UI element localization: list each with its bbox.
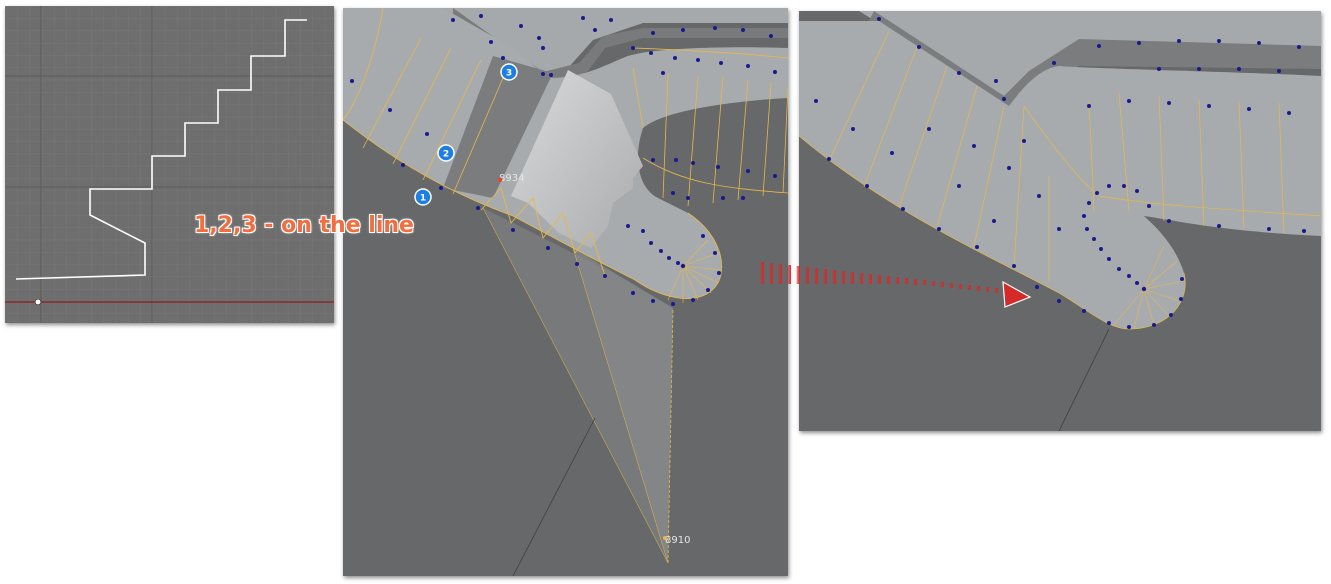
svg-text:1: 1 — [420, 194, 426, 204]
profile-curve-viewport[interactable] — [5, 6, 334, 323]
mesh-viewport-before[interactable]: 1 2 3 8934 8910 — [343, 8, 788, 576]
marker-3: 3 — [500, 63, 518, 81]
mesh-viewport-after[interactable] — [799, 11, 1321, 431]
arrow-head — [1002, 280, 1032, 308]
svg-text:3: 3 — [506, 69, 512, 79]
marker-2: 2 — [437, 144, 455, 162]
profile-curve — [15, 19, 307, 280]
mesh-canvas-after — [799, 11, 1321, 431]
svg-text:2: 2 — [443, 150, 449, 160]
callout-text: 1,2,3 - on the line — [194, 213, 414, 238]
transition-arrow — [760, 262, 1032, 308]
profile-grid-canvas — [5, 6, 334, 323]
vertex-label-bottom: 8910 — [665, 535, 690, 546]
marker-1: 1 — [414, 188, 432, 206]
mesh-canvas-before: 1 2 3 8934 8910 — [343, 8, 788, 576]
origin-point — [34, 298, 42, 306]
vertex-label-top: 8934 — [499, 173, 524, 184]
mesh-band-after — [799, 21, 1321, 329]
selected-vertex — [497, 177, 503, 183]
ngon-face — [511, 70, 643, 248]
